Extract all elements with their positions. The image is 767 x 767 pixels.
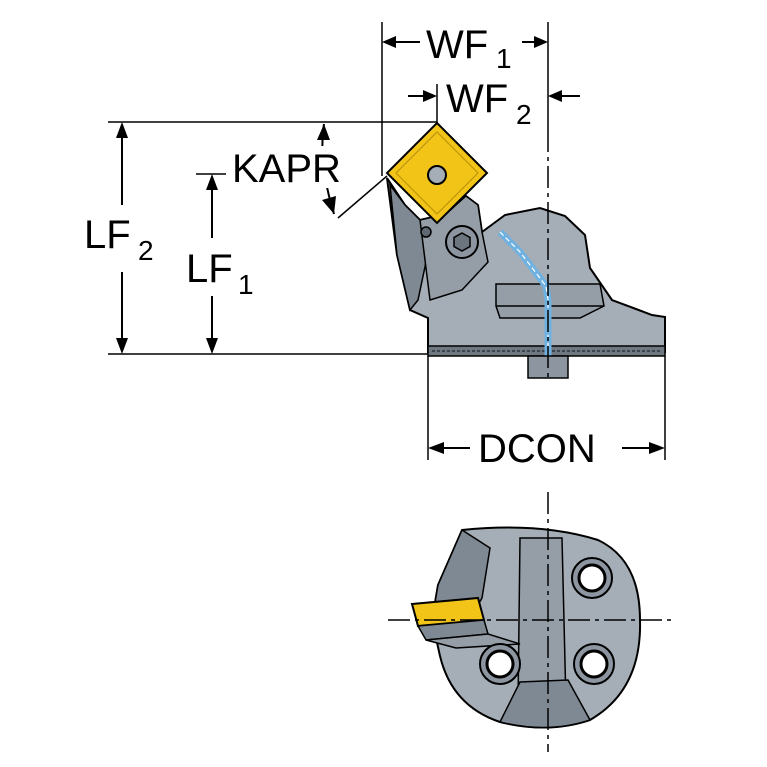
wf2-label: WF (446, 77, 508, 121)
lf2-label: LF (84, 213, 131, 257)
lf2-subscript: 2 (138, 235, 154, 266)
wf1-arrow-right (534, 36, 548, 48)
side-view (385, 121, 666, 382)
dimensions: WF 1 WF 2 LF 2 LF 1 KAPR (84, 22, 666, 471)
kapr-arrow-top (317, 124, 330, 140)
end-insert (410, 596, 521, 649)
lf2-arrow-bottom (116, 338, 128, 354)
wf1-label: WF (426, 23, 488, 67)
bolt-hole-bottom-left (479, 643, 521, 685)
wf2-arrow-right (548, 90, 562, 102)
kapr-label: KAPR (232, 147, 341, 191)
bolt-hole-top-right (571, 557, 613, 599)
wf1-arrow-left (382, 36, 396, 48)
lf1-arrow-top (206, 174, 218, 190)
wf1-subscript: 1 (496, 43, 512, 74)
dcon-label: DCON (478, 427, 596, 471)
lf1-arrow-bottom (206, 338, 218, 354)
end-view (388, 492, 676, 752)
lf2-arrow-top (116, 122, 128, 138)
clamp-screw (445, 225, 479, 259)
kapr-ext (337, 175, 388, 219)
kapr-label-bg (226, 146, 364, 188)
bolt-hole-bottom-right (573, 643, 615, 685)
lf1-label: LF (186, 247, 233, 291)
insert (385, 121, 489, 225)
wf2-arrow-left (423, 90, 437, 102)
coupling-lip (498, 679, 592, 729)
wf2-subscript: 2 (516, 99, 532, 130)
lf1-subscript: 1 (238, 269, 254, 300)
dcon-arrow-right (649, 442, 665, 454)
dcon-arrow-left (428, 442, 444, 454)
kapr-arrow-bottom (322, 196, 336, 214)
pocket-hole (420, 226, 432, 238)
